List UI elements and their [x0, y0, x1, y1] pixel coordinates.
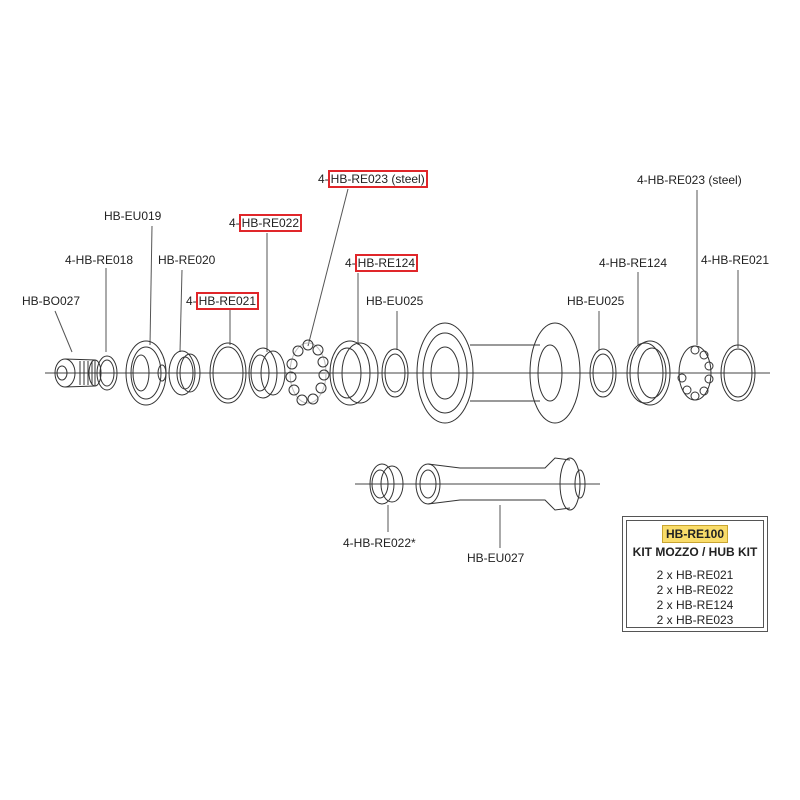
label-re020: HB-RE020	[158, 253, 216, 267]
part-re023-left	[285, 339, 330, 406]
highlighted-part-re022: HB-RE022	[238, 214, 303, 232]
kit-item: 2 x HB-RE021	[656, 568, 734, 582]
label-eu025-right: HB-EU025	[567, 294, 625, 308]
part-bo027	[54, 358, 102, 388]
label-prefix: 4-	[318, 172, 329, 186]
label-prefix: 4-	[186, 294, 197, 308]
label-eu027: HB-EU027	[467, 551, 525, 565]
label-re023-left: 4-HB-RE023 (steel)	[318, 170, 428, 188]
part-hub-body	[416, 322, 581, 424]
label-re124-right: 4-HB-RE124	[599, 256, 668, 270]
label-prefix: 4-	[345, 256, 356, 270]
leader-lines	[54, 188, 739, 548]
label-re021-right: 4-HB-RE021	[701, 253, 770, 267]
part-re021-left	[209, 342, 247, 404]
label-re023-right: 4-HB-RE023 (steel)	[637, 173, 742, 187]
label-re124-left: 4-HB-RE124	[345, 254, 419, 272]
kit-item: 2 x HB-RE022	[656, 583, 734, 597]
kit-item: 2 x HB-RE023	[656, 613, 734, 627]
kit-title: KIT MOZZO / HUB KIT	[632, 545, 758, 559]
part-re022-star	[369, 463, 404, 505]
kit-items-list: 2 x HB-RE021 2 x HB-RE022 2 x HB-RE124 2…	[627, 568, 763, 628]
part-re022-left	[248, 347, 286, 399]
part-eu025-right	[589, 348, 617, 398]
hub-kit-box: HB-RE100 KIT MOZZO / HUB KIT 2 x HB-RE02…	[622, 516, 768, 632]
axis-lines	[45, 372, 770, 485]
part-eu025-left	[381, 348, 409, 398]
part-re124-right	[626, 340, 671, 406]
part-re023-right	[677, 345, 714, 401]
part-eu019	[125, 340, 167, 406]
highlighted-part-re021: HB-RE021	[195, 292, 260, 310]
kit-code-badge: HB-RE100	[661, 525, 729, 543]
label-re022-star: 4-HB-RE022*	[343, 536, 416, 550]
part-re018	[96, 355, 118, 391]
part-re020	[168, 350, 201, 396]
part-re021-right	[720, 344, 756, 402]
label-re018: 4-HB-RE018	[65, 253, 134, 267]
kit-item: 2 x HB-RE124	[656, 598, 734, 612]
hub-kit-inner: HB-RE100 KIT MOZZO / HUB KIT 2 x HB-RE02…	[626, 520, 764, 628]
label-bo027: HB-BO027	[22, 294, 81, 308]
highlighted-part-re124: HB-RE124	[354, 254, 419, 272]
highlighted-part-re023: HB-RE023 (steel)	[327, 170, 428, 188]
label-eu025-left: HB-EU025	[366, 294, 424, 308]
label-prefix: 4-	[229, 216, 240, 230]
label-re021-left: 4-HB-RE021	[186, 292, 260, 310]
part-eu027-axle	[415, 457, 586, 511]
part-re124-left	[329, 340, 379, 406]
label-re022: 4-HB-RE022	[229, 214, 303, 232]
label-eu019: HB-EU019	[104, 209, 162, 223]
